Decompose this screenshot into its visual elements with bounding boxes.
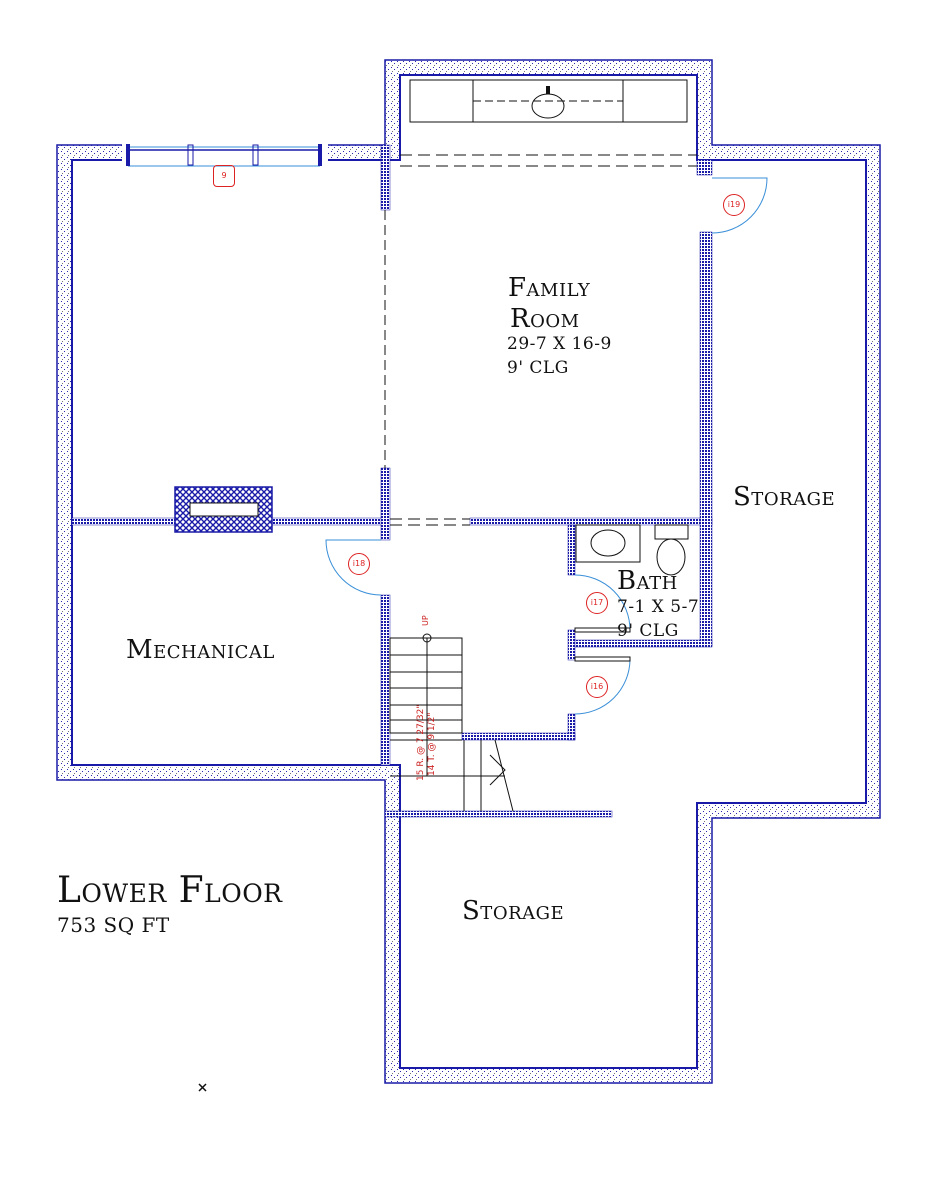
stairs-direction: UP [421,615,430,626]
exterior-walls [56,59,881,1084]
stairs [389,633,514,812]
sink-icon [590,529,626,557]
bath-size: 7-1 X 5-7 [617,597,700,617]
family-room-size: 29-7 X 16-9 [507,334,612,354]
door-swings [325,177,768,715]
storage-right-label: Storage [733,482,836,512]
door-tag-19: i19 [723,194,745,216]
bath-label: Bath [617,566,678,596]
window-9 [122,143,328,167]
door-tag-17: i17 [586,592,608,614]
door-17-swing [574,574,631,631]
door-18-swing [325,539,382,596]
door-tag-16: i16 [586,676,608,698]
door-19-swing [711,177,768,234]
window-tag-9: 9 [213,165,235,187]
door-tag-18: i18 [348,553,370,575]
plan-area: 753 SQ FT [57,913,170,937]
family-room-name-1: Family [508,273,591,303]
vanity-counter [409,79,688,123]
storage-bottom-label: Storage [462,896,565,926]
plan-title: Lower Floor [57,870,283,911]
stairs-treads: 14 T. @ 9 1/2" [427,712,437,776]
door-16-swing [574,659,631,715]
bath-vanity [575,524,641,563]
mechanical-label: Mechanical [126,635,275,665]
family-room-name-2: Room [510,304,580,334]
stairs-risers: 15 R. @ 7 27/32" [416,704,426,782]
fireplace [174,486,273,533]
toilet-icon [656,538,686,576]
bath-fixtures [575,524,689,576]
origin-mark [198,1083,207,1092]
bath-ceiling: 9' CLG [617,621,679,641]
family-room-ceiling: 9' CLG [507,358,569,378]
